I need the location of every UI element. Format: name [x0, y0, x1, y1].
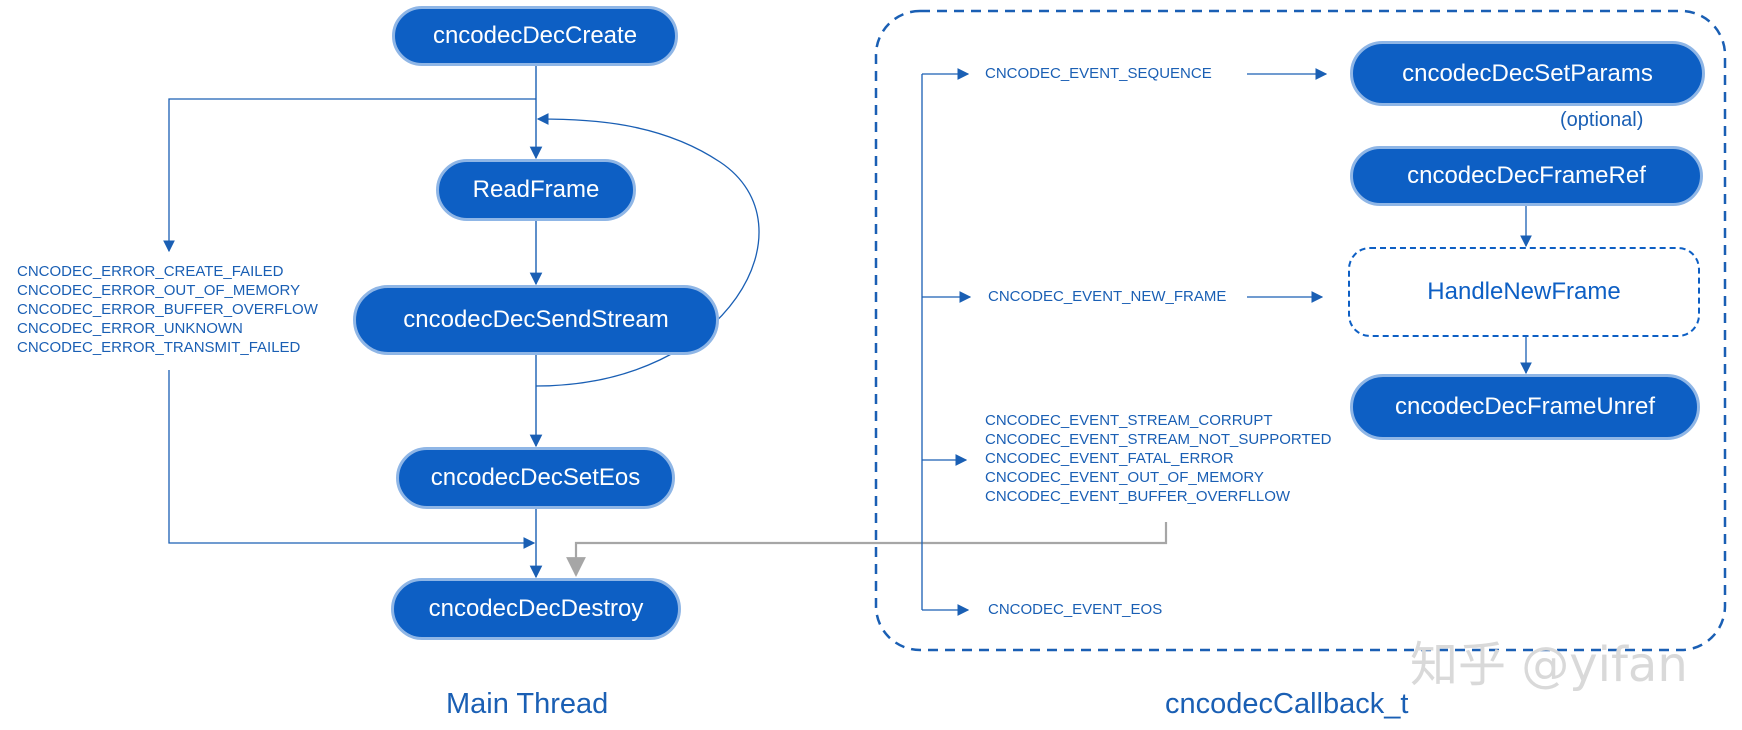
event-error-code: CNCODEC_EVENT_STREAM_CORRUPT — [985, 412, 1273, 429]
event-error-code: CNCODEC_EVENT_FATAL_ERROR — [985, 450, 1234, 467]
node-cncodec-dec-frame-unref: cncodecDecFrameUnref — [1350, 374, 1700, 440]
node-cncodec-dec-create-label: cncodecDecCreate — [432, 22, 638, 49]
node-send-stream-label: cncodecDecSendStream — [403, 306, 669, 333]
loop-back-arrow — [535, 113, 760, 387]
node-frame-unref-label: cncodecDecFrameUnref — [1394, 393, 1656, 420]
event-error-code: CNCODEC_EVENT_BUFFER_OVERFLLOW — [985, 488, 1291, 505]
node-cncodec-dec-set-eos: cncodecDecSetEos — [396, 447, 675, 509]
error-code: CNCODEC_ERROR_UNKNOWN — [17, 320, 243, 337]
node-handle-new-frame: HandleNewFrame — [1348, 247, 1700, 337]
event-error-code: CNCODEC_EVENT_STREAM_NOT_SUPPORTED — [985, 431, 1332, 448]
watermark: 知乎 @yifan — [1410, 637, 1688, 693]
event-error-code: CNCODEC_EVENT_OUT_OF_MEMORY — [985, 469, 1264, 486]
node-read-frame-label: ReadFrame — [472, 176, 600, 203]
error-code: CNCODEC_ERROR_OUT_OF_MEMORY — [17, 282, 301, 299]
node-destroy-label: cncodecDecDestroy — [428, 595, 644, 622]
error-to-destroy-line — [168, 370, 536, 549]
node-set-params-label: cncodecDecSetParams — [1402, 59, 1653, 87]
event-eos-label: CNCODEC_EVENT_EOS — [988, 601, 1163, 618]
optional-note: (optional) — [1560, 109, 1644, 131]
event-sequence-label: CNCODEC_EVENT_SEQUENCE — [985, 65, 1212, 82]
node-set-eos-label: cncodecDecSetEos — [430, 464, 641, 491]
node-read-frame: ReadFrame — [436, 159, 636, 221]
error-branch-line — [163, 98, 536, 253]
event-error-list: CNCODEC_EVENT_STREAM_CORRUPT CNCODEC_EVE… — [985, 411, 1331, 506]
error-code-list: CNCODEC_ERROR_CREATE_FAILED CNCODEC_ERRO… — [17, 262, 318, 357]
node-cncodec-dec-send-stream: cncodecDecSendStream — [353, 285, 719, 355]
node-handle-new-frame-label: HandleNewFrame — [1427, 278, 1621, 305]
callback-container — [874, 9, 1727, 652]
node-cncodec-dec-set-params: cncodecDecSetParams — [1350, 41, 1705, 106]
node-cncodec-dec-frame-ref: cncodecDecFrameRef — [1350, 146, 1703, 206]
event-new-frame-label: CNCODEC_EVENT_NEW_FRAME — [988, 288, 1227, 305]
callback-caption: cncodecCallback_t — [1165, 688, 1409, 720]
node-frame-ref-label: cncodecDecFrameRef — [1407, 162, 1646, 189]
error-code: CNCODEC_ERROR_TRANSMIT_FAILED — [17, 339, 301, 356]
node-cncodec-dec-destroy: cncodecDecDestroy — [391, 578, 681, 640]
callback-error-to-destroy-line — [566, 522, 1168, 577]
error-code: CNCODEC_ERROR_CREATE_FAILED — [17, 263, 284, 280]
node-cncodec-dec-create: cncodecDecCreate — [392, 6, 678, 66]
main-thread-caption: Main Thread — [446, 688, 609, 720]
error-code: CNCODEC_ERROR_BUFFER_OVERFLOW — [17, 301, 318, 318]
